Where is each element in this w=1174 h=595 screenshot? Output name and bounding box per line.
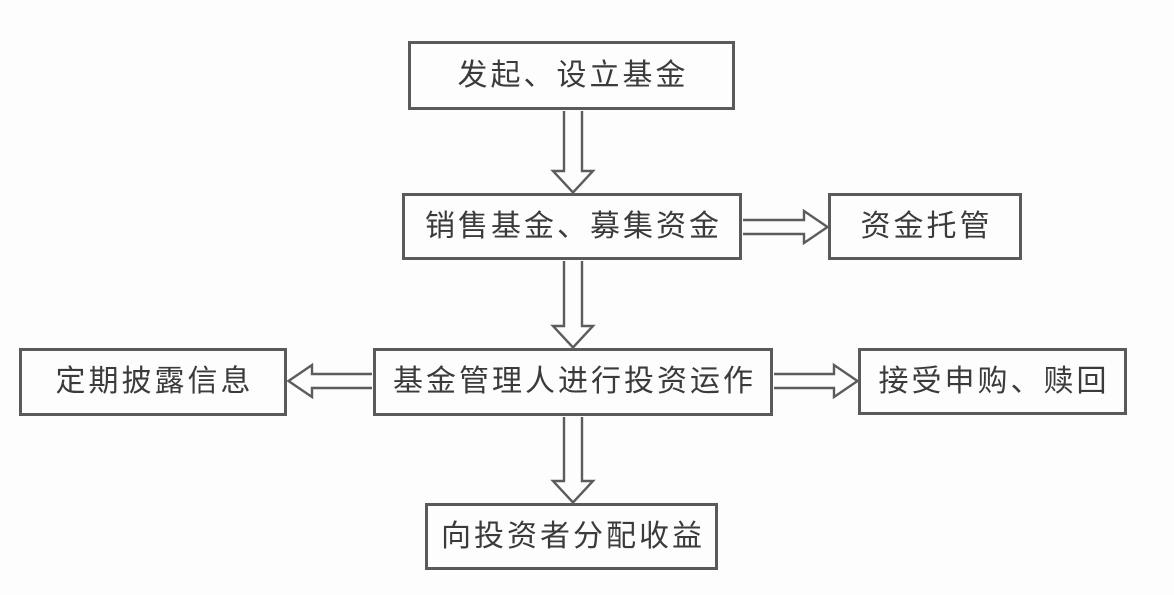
node-distribute-income: 向投资者分配收益 [425,503,718,570]
node-disclose-info-label: 定期披露信息 [55,365,254,398]
node-distribute-income-label: 向投资者分配收益 [441,519,705,553]
arrow-manager-to-redeem [774,362,860,400]
node-disclose-info: 定期披露信息 [19,348,287,416]
arrow-manager-to-disclose [286,362,372,400]
arrow-sell-to-manager [550,261,596,350]
node-fund-custody-label: 资金托管 [860,209,993,243]
node-subscribe-redeem: 接受申购、赎回 [858,348,1127,415]
node-initiate-fund-label: 发起、设立基金 [457,58,689,92]
node-sell-raise-funds-label: 销售基金、募集资金 [425,209,722,243]
node-initiate-fund: 发起、设立基金 [408,41,735,110]
arrow-initiate-to-sell [550,111,596,195]
node-manager-investment-label: 基金管理人进行投资运作 [393,365,756,398]
node-subscribe-redeem-label: 接受申购、赎回 [878,364,1110,398]
arrow-sell-to-custody [743,208,830,246]
arrow-manager-to-distribute [550,417,596,505]
node-sell-raise-funds: 销售基金、募集资金 [402,193,742,260]
node-manager-investment: 基金管理人进行投资运作 [373,348,773,416]
node-fund-custody: 资金托管 [828,193,1022,260]
